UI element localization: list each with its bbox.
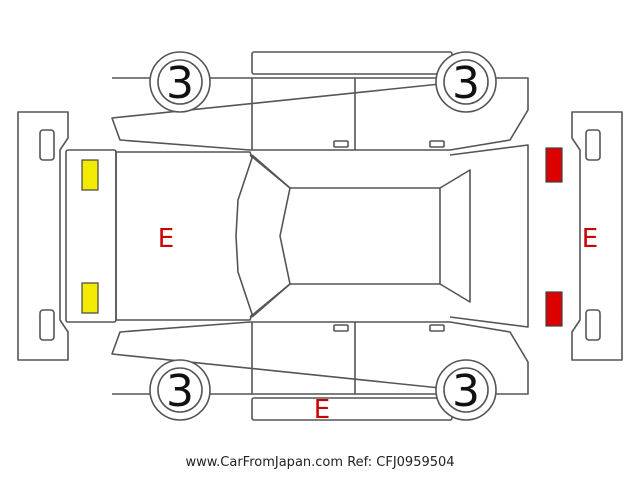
front-light-right [81, 282, 99, 314]
roof-rails [251, 51, 453, 421]
front-light-left [81, 159, 99, 191]
footer-ref: Ref: CFJ0959504 [347, 455, 455, 470]
front-grade-label: E [158, 224, 174, 254]
rear-light-right [545, 291, 563, 327]
tyre-front-right-grade: 3 [166, 366, 194, 417]
tyre-rear-left-grade: 3 [452, 58, 480, 109]
rear-light-left [545, 147, 563, 183]
rear-grade-label: E [582, 224, 598, 254]
right-side-panels [111, 321, 529, 395]
bottom-grade-label: E [314, 395, 330, 425]
tyre-front-right: 3 [149, 359, 211, 421]
tyre-rear-left: 3 [435, 51, 497, 113]
left-side-panels [111, 77, 529, 151]
tyre-rear-right: 3 [435, 359, 497, 421]
tyre-front-left-grade: 3 [166, 58, 194, 109]
footer-site: www.CarFromJapan.com [185, 455, 344, 470]
rear-bumper [571, 111, 623, 361]
front-bumper [17, 111, 69, 361]
car-body [65, 144, 529, 328]
footer-watermark: www.CarFromJapan.com Ref: CFJ0959504 [0, 455, 640, 470]
tyre-rear-right-grade: 3 [452, 366, 480, 417]
tyre-front-left: 3 [149, 51, 211, 113]
